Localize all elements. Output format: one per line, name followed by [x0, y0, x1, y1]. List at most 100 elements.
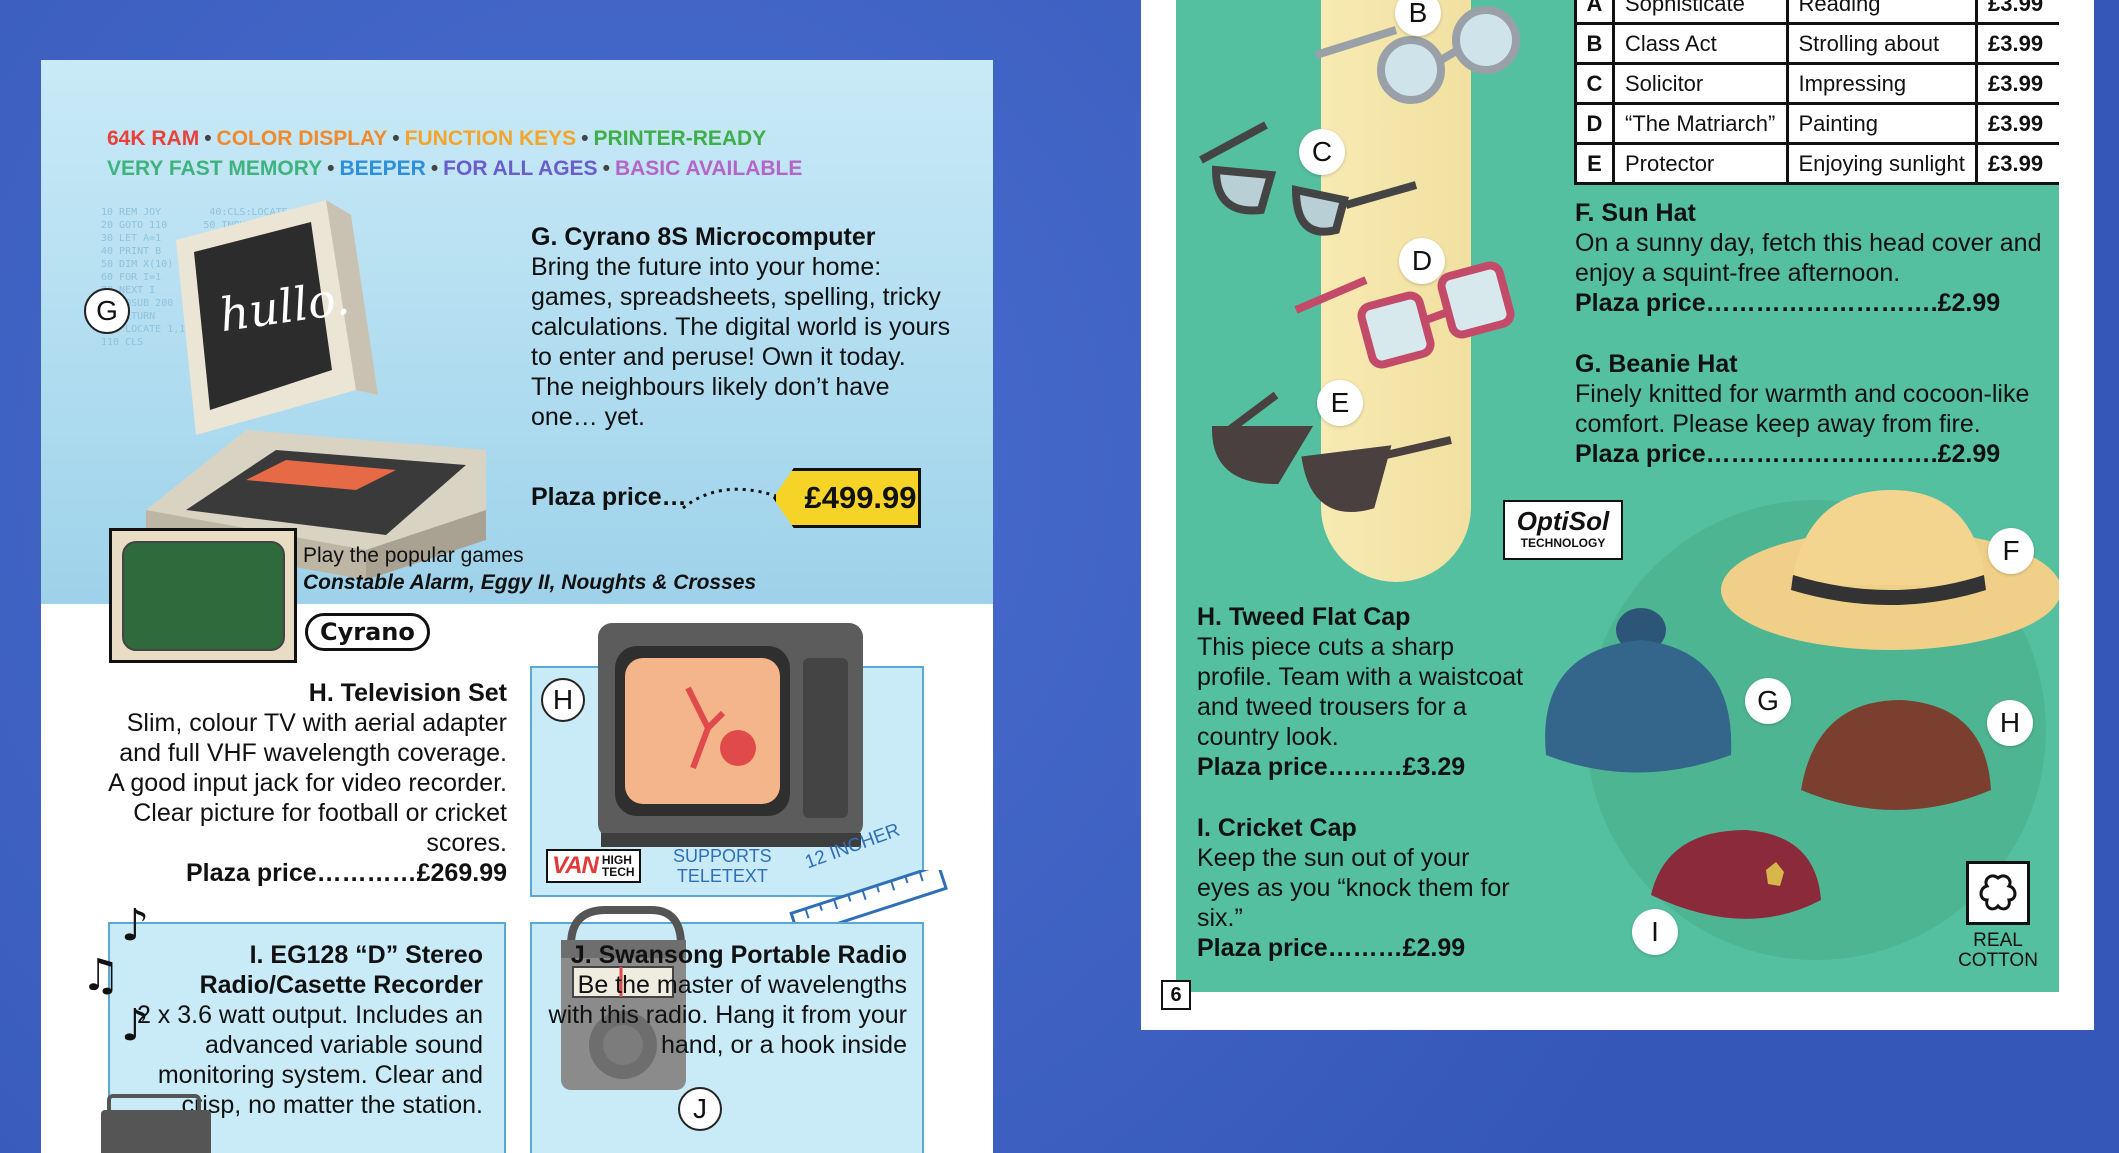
table-cell-letter: A	[1574, 0, 1615, 25]
price-dotted-line	[682, 487, 777, 510]
ruler-icon	[789, 870, 948, 930]
product-g-price-label: Plaza price…	[531, 483, 687, 511]
glasses-marker-d: D	[1399, 238, 1445, 284]
table-cell-name: “The Matriarch”	[1612, 102, 1789, 145]
table-cell-name: Class Act	[1612, 22, 1789, 65]
catalogue-page-left: 64K RAM•COLOR DISPLAY•FUNCTION KEYS•PRIN…	[41, 60, 993, 1153]
product-h-cap-price: Plaza price………£3.29	[1197, 753, 1466, 781]
product-h-cap-description: H. Tweed Flat Cap This piece cuts a shar…	[1197, 602, 1527, 782]
glasses-marker-e: E	[1317, 380, 1363, 426]
feature-line-2: VERY FAST MEMORY•BEEPER•FOR ALL AGES•BAS…	[107, 154, 802, 184]
table-row: D“The Matriarch”Painting£3.99	[1574, 102, 2059, 145]
product-h-title: H. Television Set	[308, 679, 507, 707]
feature-separator: •	[327, 157, 335, 180]
games-intro: Play the popular games	[303, 544, 524, 567]
feature-separator: •	[581, 127, 589, 150]
cyrano-logo: Cyrano	[305, 613, 430, 651]
feature-list: 64K RAM•COLOR DISPLAY•FUNCTION KEYS•PRIN…	[107, 124, 802, 184]
marker-j-radio: J	[678, 1087, 722, 1131]
table-cell-name: Sophisticate	[1612, 0, 1789, 25]
table-cell-use: Enjoying sunlight	[1785, 142, 1978, 185]
product-i-title: I. EG128 “D” Stereo Radio/Casette Record…	[199, 941, 483, 999]
feature-separator: •	[392, 127, 400, 150]
table-cell-letter: E	[1574, 142, 1615, 185]
optisol-sub: TECHNOLOGY	[1520, 536, 1606, 550]
product-g-title: G. Cyrano 8S Microcomputer	[531, 223, 876, 251]
product-g-description: G. Cyrano 8S Microcomputer Bring the fut…	[531, 222, 951, 432]
optisol-logo: OptiSol TECHNOLOGY	[1503, 500, 1623, 560]
feature-item: 64K RAM	[107, 127, 200, 150]
product-h-description: H. Television Set Slim, colour TV with a…	[101, 678, 507, 888]
product-f-body: On a sunny day, fetch this head cover an…	[1575, 229, 2042, 287]
product-j-title: J. Swansong Portable Radio	[570, 941, 907, 969]
table-cell-price: £3.99	[1975, 102, 2059, 145]
hat-marker-f: F	[1988, 528, 2034, 574]
product-h-cap-title: H. Tweed Flat Cap	[1197, 603, 1411, 631]
feature-item: BASIC AVAILABLE	[614, 157, 803, 180]
feature-line-1: 64K RAM•COLOR DISPLAY•FUNCTION KEYS•PRIN…	[107, 124, 802, 154]
feature-item: FUNCTION KEYS	[404, 127, 577, 150]
portable-radio-illustration	[561, 906, 686, 1090]
cassette-recorder-illustration	[101, 1094, 211, 1153]
game-screenshot	[122, 541, 285, 651]
cotton-flower-icon	[1966, 861, 2030, 925]
table-cell-name: Solicitor	[1612, 62, 1789, 105]
svg-text:♫: ♫	[81, 950, 120, 1001]
teletext-badge: SUPPORTS TELETEXT	[673, 846, 772, 886]
table-cell-letter: C	[1574, 62, 1615, 105]
games-titles: Constable Alarm, Eggy II, Noughts & Cros…	[303, 571, 757, 594]
feature-item: VERY FAST MEMORY	[107, 157, 323, 180]
vanhightech-logo-mark: VAN	[552, 852, 599, 879]
marker-h-tv: H	[541, 678, 585, 722]
microcomputer-illustration: hullo.	[146, 200, 486, 580]
table-cell-price: £3.99	[1975, 22, 2059, 65]
svg-text:♪: ♪	[121, 900, 149, 951]
page-number: 6	[1161, 980, 1191, 1010]
product-f-price: Plaza price……………………….£2.99	[1575, 289, 2001, 317]
television-illustration	[598, 623, 863, 847]
product-g-body: Bring the future into your home: games, …	[531, 253, 951, 431]
svg-text:♪: ♪	[121, 1000, 149, 1050]
product-f-title: F. Sun Hat	[1575, 199, 1696, 227]
product-j-description: J. Swansong Portable Radio Be the master…	[541, 940, 907, 1060]
table-cell-letter: D	[1574, 102, 1615, 145]
table-cell-price: £3.99	[1975, 62, 2059, 105]
music-notes-icon: ♪ ♫ ♪	[81, 900, 149, 1050]
product-g-hat-body: Finely knitted for warmth and cocoon-lik…	[1575, 380, 2030, 438]
feature-item: PRINTER-READY	[593, 127, 767, 150]
game-screenshot-frame	[109, 528, 297, 663]
price-tag-shape	[773, 468, 921, 528]
feature-separator: •	[204, 127, 212, 150]
product-h-body: Slim, colour TV with aerial adapter and …	[108, 709, 507, 857]
marker-g-computer: G	[84, 288, 130, 334]
hats-illustration	[1545, 490, 2059, 960]
product-f-description: F. Sun Hat On a sunny day, fetch this he…	[1575, 198, 2055, 318]
optisol-name: OptiSol	[1516, 506, 1610, 536]
feature-item: COLOR DISPLAY	[216, 127, 388, 150]
product-i-cap-title: I. Cricket Cap	[1197, 814, 1357, 842]
product-h-price: Plaza price…………£269.99	[186, 859, 507, 887]
hat-marker-i: I	[1632, 909, 1678, 955]
feature-item: FOR ALL AGES	[443, 157, 598, 180]
table-cell-price: £3.99	[1975, 142, 2059, 185]
feature-separator: •	[430, 157, 439, 180]
product-i-cap-price: Plaza price………£2.99	[1197, 934, 1466, 962]
product-g-price: £499.99	[804, 480, 917, 515]
product-i-cap-body: Keep the sun out of your eyes as you “kn…	[1197, 844, 1510, 932]
product-i-cap-description: I. Cricket Cap Keep the sun out of your …	[1197, 813, 1527, 963]
table-cell-letter: B	[1574, 22, 1615, 65]
product-i-description: I. EG128 “D” Stereo Radio/Casette Record…	[131, 940, 483, 1120]
product-i-body: 2 x 3.6 watt output. Includes an advance…	[136, 1001, 483, 1119]
